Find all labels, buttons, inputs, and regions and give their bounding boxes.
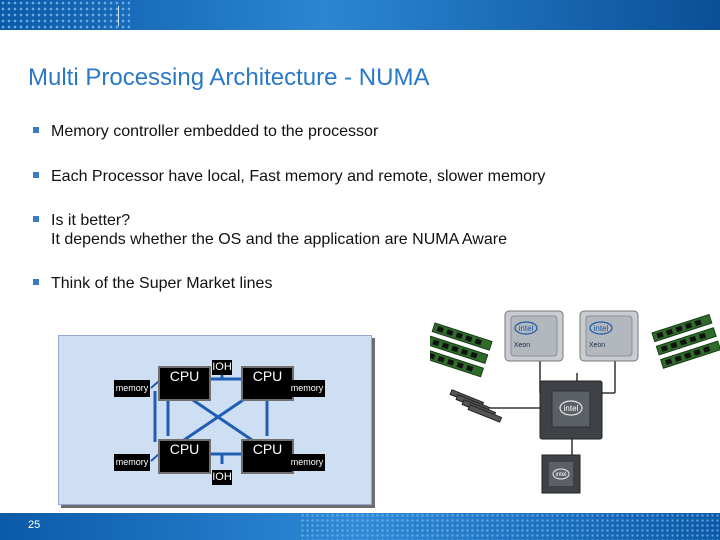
xeon-logo-text: Xeon — [589, 342, 605, 349]
bottom-dot-pattern — [300, 513, 720, 540]
bullet-item: Is it better? It depends whether the OS … — [33, 211, 507, 249]
intel-logo-text: intel — [519, 324, 534, 333]
banner-divider — [118, 6, 119, 26]
hardware-drawing: intel Xeon intel Xeon intel — [422, 310, 720, 494]
intel-logo-text: intel — [594, 324, 609, 333]
bullet-marker-icon — [33, 216, 39, 222]
slide-title: Multi Processing Architecture - NUMA — [28, 64, 430, 91]
intel-logo-text: intel — [564, 404, 579, 413]
memory-block: memory — [289, 380, 325, 397]
memory-link — [150, 380, 160, 389]
page-number: 25 — [28, 519, 41, 531]
io-controller-chip: intel — [541, 454, 581, 494]
intel-logo-text: intel — [555, 472, 566, 478]
memory-dimms-left — [422, 322, 493, 378]
ioh-block: IOH — [212, 470, 232, 485]
bullet-text: Each Processor have local, Fast memory a… — [51, 168, 546, 185]
processor-chip-right: intel Xeon — [579, 310, 639, 362]
memory-block: memory — [114, 454, 150, 471]
xeon-logo-text: Xeon — [514, 342, 530, 349]
cpu-block: CPU — [158, 439, 211, 474]
ioh-block: IOH — [212, 360, 232, 375]
bullet-text: Think of the Super Market lines — [51, 275, 273, 292]
expansion-cards — [449, 389, 503, 423]
bullet-item: Memory controller embedded to the proces… — [33, 122, 378, 141]
processor-chip-left: intel Xeon — [504, 310, 564, 362]
bullet-marker-icon — [33, 127, 39, 133]
cpu-block: CPU — [241, 439, 294, 474]
link-line — [183, 392, 253, 442]
bullet-marker-icon — [33, 279, 39, 285]
memory-block: memory — [114, 380, 150, 397]
memory-dimms-right — [651, 313, 720, 369]
cpu-block: CPU — [241, 366, 294, 401]
top-banner — [0, 0, 720, 30]
bullet-text: Is it better? — [51, 212, 131, 229]
chipset-chip: intel — [539, 380, 603, 440]
bullet-text: Memory controller embedded to the proces… — [51, 123, 379, 140]
bullet-item: Think of the Super Market lines — [33, 274, 272, 293]
bullet-marker-icon — [33, 172, 39, 178]
memory-block: memory — [289, 454, 325, 471]
bullet-text-continued: It depends whether the OS and the applic… — [51, 231, 507, 248]
cpu-block: CPU — [158, 366, 211, 401]
hardware-illustration: intel Xeon intel Xeon intel — [422, 303, 720, 513]
memory-link — [150, 453, 160, 462]
numa-diagram: memory CPU IOH CPU memory memory CPU CPU… — [58, 335, 372, 505]
bottom-bar: 25 — [0, 513, 720, 540]
banner-dot-pattern — [0, 0, 130, 30]
bullet-item: Each Processor have local, Fast memory a… — [33, 167, 545, 186]
